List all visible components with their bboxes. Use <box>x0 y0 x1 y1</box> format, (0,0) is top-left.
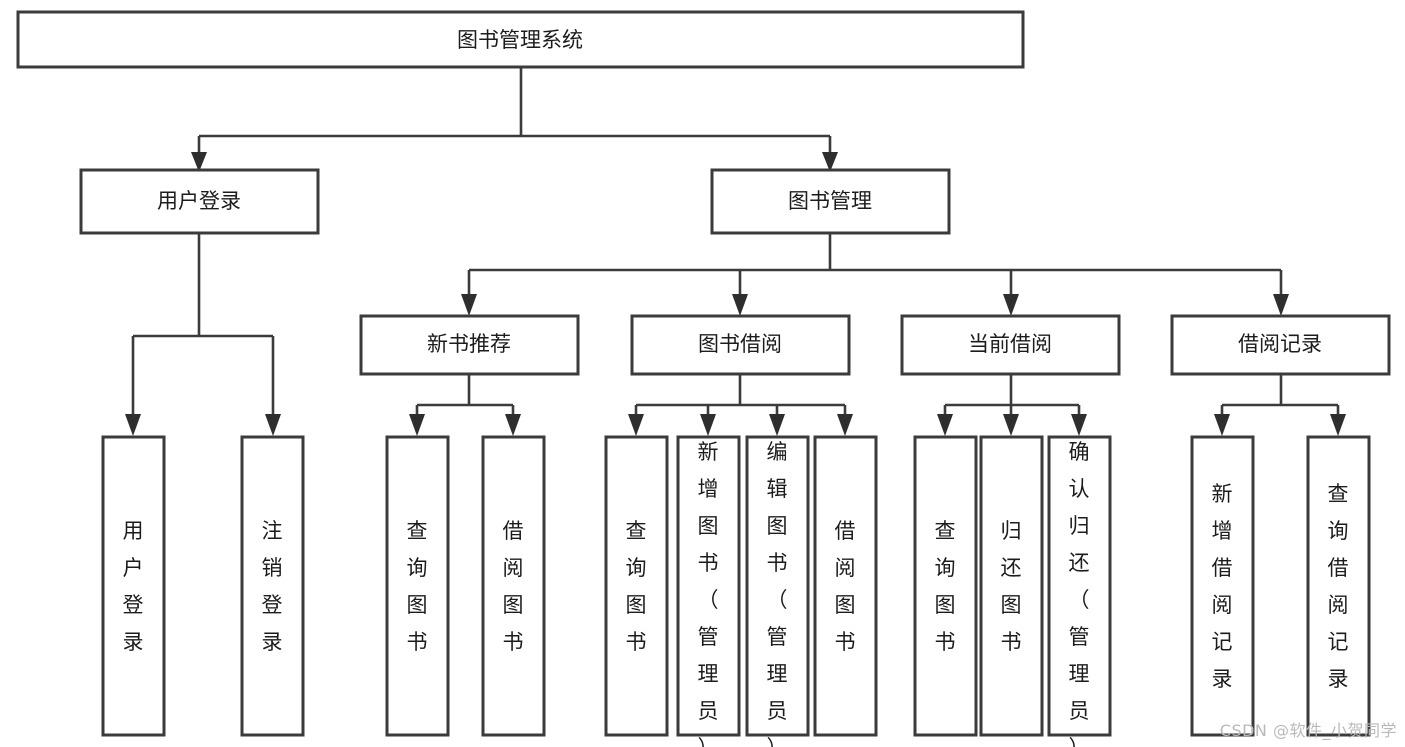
arrow-current-borrow <box>1003 294 1019 316</box>
node-leaf-add-record-label: 新增借阅记录 <box>1212 482 1233 691</box>
arrow-current-borrow-leaf-2 <box>1003 414 1019 436</box>
node-leaf-borrow-book-2-label: 借阅图书 <box>835 519 856 654</box>
node-leaf-confirm-return-label: 确认归还（管理员） <box>1069 440 1090 747</box>
arrow-borrow-record-leaf-2 <box>1330 414 1346 436</box>
node-leaf-query-record-box[interactable] <box>1306 435 1371 737</box>
node-leaf-query-book-3[interactable]: 查询图书 <box>913 435 978 737</box>
csdn-watermark: CSDN @软件_小贺同学 <box>1219 721 1397 740</box>
node-book-borrow-box[interactable] <box>630 314 851 376</box>
node-leaf-user-logout-label: 注销登录 <box>262 519 283 654</box>
connector-layer <box>125 67 1346 436</box>
node-leaf-add-record-box[interactable] <box>1190 435 1255 737</box>
arrow-book-borrow-leaf-3 <box>769 414 785 436</box>
node-leaf-user-logout[interactable]: 注销登录 <box>240 435 305 737</box>
node-book-borrow[interactable]: 图书借阅 <box>630 314 851 376</box>
arrow-new-book-leaf-1 <box>409 414 425 436</box>
node-leaf-borrow-book-2[interactable]: 借阅图书 <box>813 435 878 737</box>
arrow-book-borrow-leaf-1 <box>628 414 644 436</box>
node-book-manage[interactable]: 图书管理 <box>710 168 951 235</box>
node-leaf-query-book-1-label: 查询图书 <box>407 519 428 654</box>
arrow-borrow-record-leaf-1 <box>1214 414 1230 436</box>
node-leaf-borrow-book-2-box[interactable] <box>813 435 878 737</box>
node-leaf-return-book-label: 归还图书 <box>1001 519 1022 654</box>
node-leaf-edit-book-box[interactable] <box>745 435 810 737</box>
arrow-new-book-recommend <box>461 294 477 316</box>
node-leaf-add-book-box[interactable] <box>676 435 741 737</box>
node-leaf-query-record-label: 查询借阅记录 <box>1328 482 1349 691</box>
node-book-manage-label: 图书管理 <box>788 189 872 213</box>
node-book-manage-box[interactable] <box>710 168 951 235</box>
node-leaf-confirm-return[interactable]: 确认归还（管理员） <box>1047 435 1112 747</box>
node-leaf-query-book-3-box[interactable] <box>913 435 978 737</box>
node-leaf-confirm-return-box[interactable] <box>1047 435 1112 737</box>
node-user-login[interactable]: 用户登录 <box>79 168 320 235</box>
node-leaf-user-login[interactable]: 用户登录 <box>101 435 166 737</box>
node-new-book-recommend[interactable]: 新书推荐 <box>359 314 580 376</box>
node-root[interactable]: 图书管理系统 <box>16 10 1025 69</box>
arrow-new-book-leaf-2 <box>505 414 521 436</box>
node-current-borrow-box[interactable] <box>900 314 1121 376</box>
arrow-to-book-manage <box>822 152 838 172</box>
arrow-user-login-leaf-1 <box>125 414 141 436</box>
node-leaf-return-book-box[interactable] <box>979 435 1044 737</box>
node-leaf-edit-book[interactable]: 编辑图书（管理员） <box>745 435 810 747</box>
arrow-current-borrow-leaf-3 <box>1071 414 1087 436</box>
node-leaf-add-book-label: 新增图书（管理员） <box>698 440 719 747</box>
node-leaf-borrow-book-1-label: 借阅图书 <box>503 519 524 654</box>
node-leaf-query-book-2[interactable]: 查询图书 <box>604 435 669 737</box>
node-current-borrow[interactable]: 当前借阅 <box>900 314 1121 376</box>
node-leaf-user-login-label: 用户登录 <box>123 519 144 654</box>
node-user-login-label: 用户登录 <box>157 189 241 213</box>
node-new-book-recommend-label: 新书推荐 <box>427 332 511 356</box>
node-leaf-query-book-1[interactable]: 查询图书 <box>385 435 450 737</box>
arrow-user-login-leaf-2 <box>265 414 281 436</box>
node-leaf-user-logout-box[interactable] <box>240 435 305 737</box>
node-leaf-add-book[interactable]: 新增图书（管理员） <box>676 435 741 747</box>
arrow-book-borrow <box>732 294 748 316</box>
node-borrow-record-box[interactable] <box>1170 314 1391 376</box>
node-leaf-borrow-book-1[interactable]: 借阅图书 <box>481 435 546 737</box>
arrow-borrow-record <box>1273 294 1289 316</box>
node-leaf-query-book-3-label: 查询图书 <box>935 519 956 654</box>
node-root-box[interactable] <box>16 10 1025 69</box>
node-borrow-record[interactable]: 借阅记录 <box>1170 314 1391 376</box>
node-leaf-return-book[interactable]: 归还图书 <box>979 435 1044 737</box>
arrow-current-borrow-leaf-1 <box>937 414 953 436</box>
node-root-label: 图书管理系统 <box>457 28 583 52</box>
node-leaf-borrow-book-1-box[interactable] <box>481 435 546 737</box>
node-leaf-query-book-1-box[interactable] <box>385 435 450 737</box>
node-leaf-add-record[interactable]: 新增借阅记录 <box>1190 435 1255 737</box>
node-leaf-query-book-2-box[interactable] <box>604 435 669 737</box>
node-leaf-query-record[interactable]: 查询借阅记录 <box>1306 435 1371 737</box>
node-leaf-user-login-box[interactable] <box>101 435 166 737</box>
arrow-book-borrow-leaf-4 <box>837 414 853 436</box>
node-user-login-box[interactable] <box>79 168 320 235</box>
node-book-borrow-label: 图书借阅 <box>698 332 782 356</box>
arrow-to-user-login <box>191 152 207 172</box>
node-new-book-recommend-box[interactable] <box>359 314 580 376</box>
node-leaf-edit-book-label: 编辑图书（管理员） <box>767 440 788 747</box>
node-current-borrow-label: 当前借阅 <box>968 332 1052 356</box>
arrow-book-borrow-leaf-2 <box>700 414 716 436</box>
node-leaf-query-book-2-label: 查询图书 <box>626 519 647 654</box>
node-borrow-record-label: 借阅记录 <box>1238 332 1322 356</box>
